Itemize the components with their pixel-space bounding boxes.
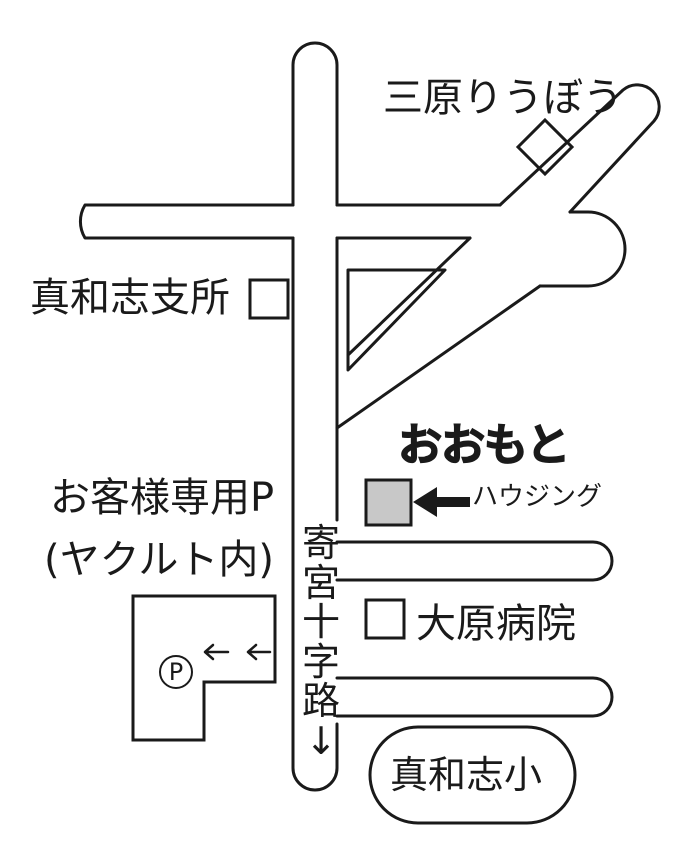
highlight-square bbox=[364, 478, 413, 527]
hospital-square-icon bbox=[364, 598, 406, 640]
horizontal-road-west bbox=[78, 203, 295, 240]
oomoto-brand-label: おおもと bbox=[397, 420, 571, 471]
shisho-label: 真和志支所 bbox=[30, 275, 230, 321]
vertical-road bbox=[291, 41, 339, 207]
parking-arrows bbox=[203, 643, 272, 661]
side-road-south bbox=[335, 676, 614, 718]
hospital-label: 大原病院 bbox=[416, 601, 576, 647]
side-road-north bbox=[335, 540, 614, 582]
school-label: 真和志小 bbox=[390, 753, 543, 797]
crossing-char: 十 bbox=[301, 600, 340, 645]
triangle-island bbox=[346, 268, 447, 372]
crossing-char: 宮 bbox=[301, 560, 340, 605]
diagonal-road-upper-edge bbox=[498, 83, 661, 214]
housing-label: ハウジング bbox=[472, 482, 603, 512]
diagonal-road-south-edge bbox=[335, 284, 542, 430]
customer-parking-label: お客様専用P bbox=[50, 475, 275, 521]
arrow-down-icon: ↓ bbox=[305, 718, 337, 763]
square-marker-icon bbox=[248, 278, 290, 320]
mihara-label: 三原りうぼう bbox=[383, 75, 623, 121]
horizontal-road-east-end bbox=[538, 210, 627, 288]
vertical-road-west-edge bbox=[291, 236, 339, 792]
diamond-icon bbox=[515, 117, 575, 177]
parking-lot-outline bbox=[131, 594, 277, 742]
crossing-label: 寄 宮 十 字 路 ↓ bbox=[301, 521, 341, 763]
crossing-char: 字 bbox=[301, 639, 340, 684]
diagonal-road-lower-edge bbox=[346, 236, 472, 357]
school-box bbox=[368, 725, 577, 825]
arrow-left-icon bbox=[413, 487, 470, 517]
customer-parking-sublabel: (ヤクルト内) bbox=[44, 537, 275, 583]
crossing-char: 寄 bbox=[301, 521, 340, 565]
parking-icon: P bbox=[159, 655, 193, 689]
crossing-char: 路 bbox=[301, 679, 340, 724]
